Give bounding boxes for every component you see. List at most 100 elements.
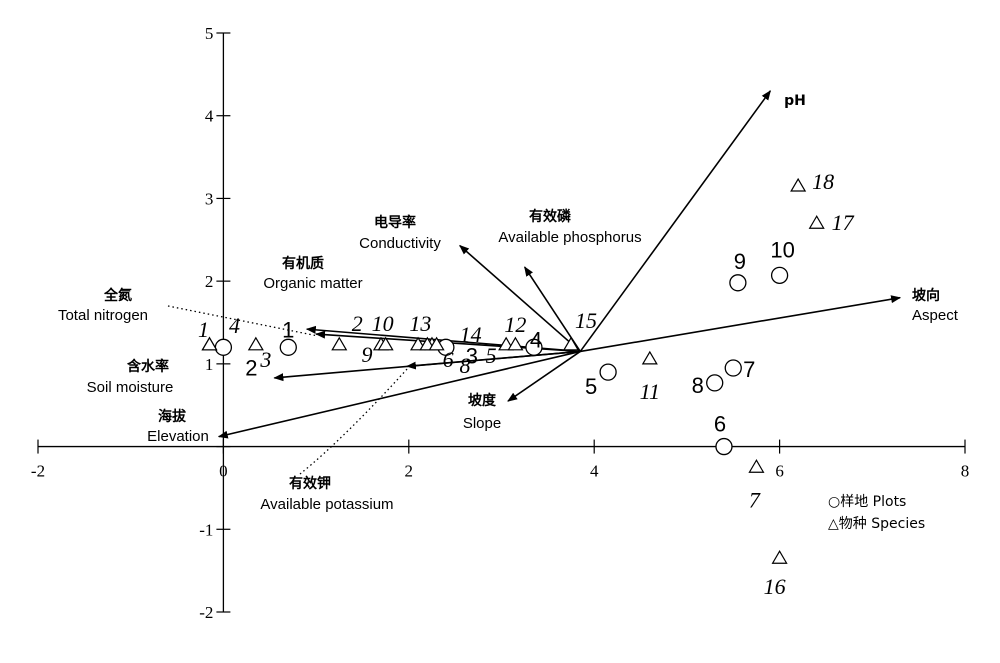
- species-point: [201, 336, 218, 351]
- species-point: [247, 336, 264, 351]
- vector-arrow-elevation: [217, 350, 581, 439]
- plot-label: 7: [743, 357, 755, 382]
- species-label: 6: [443, 347, 454, 372]
- vector-label-en: Organic matter: [263, 275, 362, 292]
- y-tick-label: -1: [199, 520, 213, 539]
- vector-label-en: Total nitrogen: [58, 307, 148, 324]
- y-tick-label: -2: [199, 603, 213, 622]
- plot-label: 5: [585, 374, 597, 399]
- vector-label-cn: 全氮: [103, 287, 132, 304]
- vector-label-cn: 电导率: [374, 214, 416, 231]
- species-point: [331, 336, 348, 351]
- species-point: [748, 459, 765, 473]
- plot-label: 2: [245, 355, 257, 380]
- plot-label: 9: [734, 249, 746, 274]
- y-tick-label: 2: [205, 272, 214, 291]
- species-point: [808, 215, 825, 229]
- vector-label-en: Soil moisture: [87, 379, 174, 396]
- leader-total-nitrogen: [167, 305, 319, 337]
- species-label: 15: [575, 308, 597, 333]
- x-tick-label: 6: [775, 462, 784, 481]
- species-point: [562, 336, 580, 351]
- vector-label-cn: 坡向: [912, 287, 940, 304]
- species-label: 16: [764, 574, 786, 599]
- leader-available-potassium: [299, 367, 409, 475]
- x-tick-label: 8: [961, 462, 970, 481]
- plot-label: 1: [282, 317, 294, 342]
- plot-point: [279, 338, 297, 356]
- vector-label-en: Slope: [463, 415, 501, 432]
- vector-label-cn: 海拔: [158, 408, 187, 425]
- x-tick-label: 4: [590, 462, 599, 481]
- species-label: 4: [229, 313, 240, 338]
- vector-arrow-slope: [507, 350, 581, 402]
- plot-label: 4: [530, 327, 542, 352]
- environmental-vectors: pH 坡向 Aspect 有效磷 Available phosphorus 电导率 Cond…: [58, 90, 959, 513]
- species-point: [507, 336, 524, 351]
- legend-entry: ○样地 Plots: [828, 494, 906, 510]
- vector-label-en: Available potassium: [260, 496, 393, 513]
- x-tick-label: 2: [405, 462, 414, 481]
- species-point: [771, 550, 788, 564]
- vector-label-en: Aspect: [912, 307, 959, 324]
- y-tick-label: 1: [205, 355, 214, 374]
- legend-label: 样地 Plots: [840, 494, 906, 510]
- species-point: [428, 336, 445, 351]
- legend-label: 物种 Species: [839, 516, 925, 532]
- vector-arrow-aspect: [580, 295, 902, 353]
- legend-symbol: ○: [828, 494, 840, 510]
- vector-label-en: Conductivity: [359, 235, 441, 252]
- x-tick-label: -2: [31, 462, 45, 481]
- legend: ○样地 Plots△物种 Species: [828, 494, 925, 532]
- vector-label-en: pH: [784, 93, 806, 109]
- vector-arrow-ph: [579, 90, 771, 352]
- species-label: 3: [259, 347, 271, 372]
- species-label: 14: [460, 322, 482, 347]
- species-label: 18: [812, 169, 834, 194]
- vector-arrow-conductivity: [459, 244, 581, 353]
- plot-label: 8: [692, 373, 704, 398]
- y-tick-label: 4: [205, 107, 214, 126]
- plot-point: [599, 363, 617, 381]
- vector-arrow-available-potassium: [405, 350, 581, 370]
- species-label: 1: [198, 317, 209, 342]
- plot-point: [770, 266, 789, 285]
- plot-point: [715, 437, 733, 456]
- plot-point: [729, 274, 747, 292]
- plot-point: [525, 338, 543, 356]
- vector-label-cn: 有效钾: [289, 475, 331, 492]
- species-label: 11: [640, 379, 660, 404]
- species-label: 12: [504, 312, 526, 337]
- y-tick-label: 5: [205, 24, 214, 43]
- plot-label: 6: [714, 412, 726, 437]
- legend-symbol: △: [828, 516, 839, 532]
- species-label: 2: [352, 311, 363, 336]
- vector-label-cn: 有效磷: [529, 208, 572, 225]
- species-label: 5: [486, 343, 497, 368]
- plot-point: [706, 374, 724, 392]
- vector-label-en: Elevation: [147, 428, 209, 445]
- species-label: 8: [459, 353, 470, 378]
- vector-label-cn: 有机质: [282, 255, 324, 272]
- legend-entry: △物种 Species: [828, 516, 925, 532]
- species-label: 13: [409, 311, 431, 336]
- species-label: 7: [749, 487, 761, 512]
- vector-label-en: Available phosphorus: [498, 229, 641, 246]
- plot-label: 10: [770, 237, 794, 262]
- vector-label-cn: 含水率: [127, 358, 169, 375]
- vector-label-cn: 坡度: [468, 392, 497, 409]
- species-point: [377, 336, 394, 351]
- y-tick-label: 3: [205, 189, 214, 208]
- species-point: [790, 177, 807, 192]
- plot-point: [214, 338, 233, 356]
- plot-label: 3: [466, 343, 478, 368]
- species-label: 17: [832, 210, 855, 235]
- species-point: [641, 350, 658, 365]
- plot-point: [724, 359, 742, 377]
- species-label: 10: [372, 311, 394, 336]
- x-tick-label: 0: [219, 462, 228, 481]
